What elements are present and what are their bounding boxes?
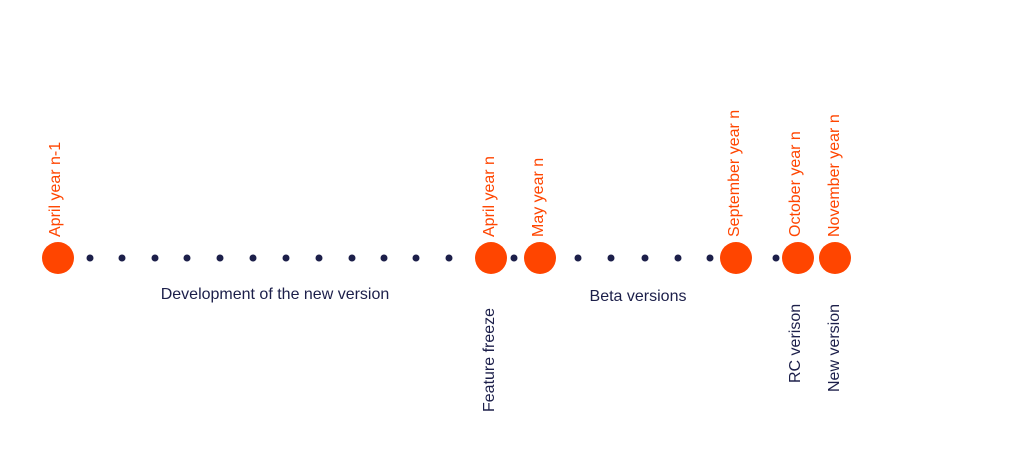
- milestone-october-n-marker: [782, 242, 814, 274]
- milestone-april-n-marker: [475, 242, 507, 274]
- milestone-april-n-1-marker: [42, 242, 74, 274]
- milestone-event-rc-version: RC verison: [787, 303, 804, 383]
- milestone-date-november-n: November year n: [826, 114, 843, 237]
- timeline-dot: [674, 254, 682, 262]
- timeline-dot: [249, 254, 257, 262]
- phase-label-development: Development of the new version: [160, 286, 390, 303]
- milestone-date-october-n: October year n: [787, 131, 804, 237]
- milestone-date-may-n: May year n: [530, 157, 547, 237]
- timeline-dot: [380, 254, 388, 262]
- timeline-dot: [641, 254, 649, 262]
- phase-label-beta: Beta versions: [589, 288, 687, 305]
- timeline-dot: [118, 254, 126, 262]
- milestone-september-n-marker: [720, 242, 752, 274]
- timeline-dot: [445, 254, 453, 262]
- milestone-date-september-n: September year n: [726, 109, 743, 237]
- milestone-date-april-n: April year n: [481, 156, 498, 237]
- timeline-dot: [151, 254, 159, 262]
- timeline-dot: [86, 254, 94, 262]
- timeline-dot: [607, 254, 615, 262]
- timeline-dot: [412, 254, 420, 262]
- timeline-dot: [510, 254, 518, 262]
- milestone-date-april-n-1: April year n-1: [47, 141, 64, 237]
- timeline-dot: [216, 254, 224, 262]
- milestone-event-feature-freeze: Feature freeze: [481, 307, 498, 412]
- timeline-dot: [574, 254, 582, 262]
- timeline-dot: [282, 254, 290, 262]
- timeline-dot: [772, 254, 780, 262]
- timeline-dot: [706, 254, 714, 262]
- milestone-may-n-marker: [524, 242, 556, 274]
- timeline-dot: [315, 254, 323, 262]
- milestone-november-n-marker: [819, 242, 851, 274]
- timeline-dot: [348, 254, 356, 262]
- timeline-dot: [183, 254, 191, 262]
- milestone-event-new-version: New version: [826, 303, 843, 392]
